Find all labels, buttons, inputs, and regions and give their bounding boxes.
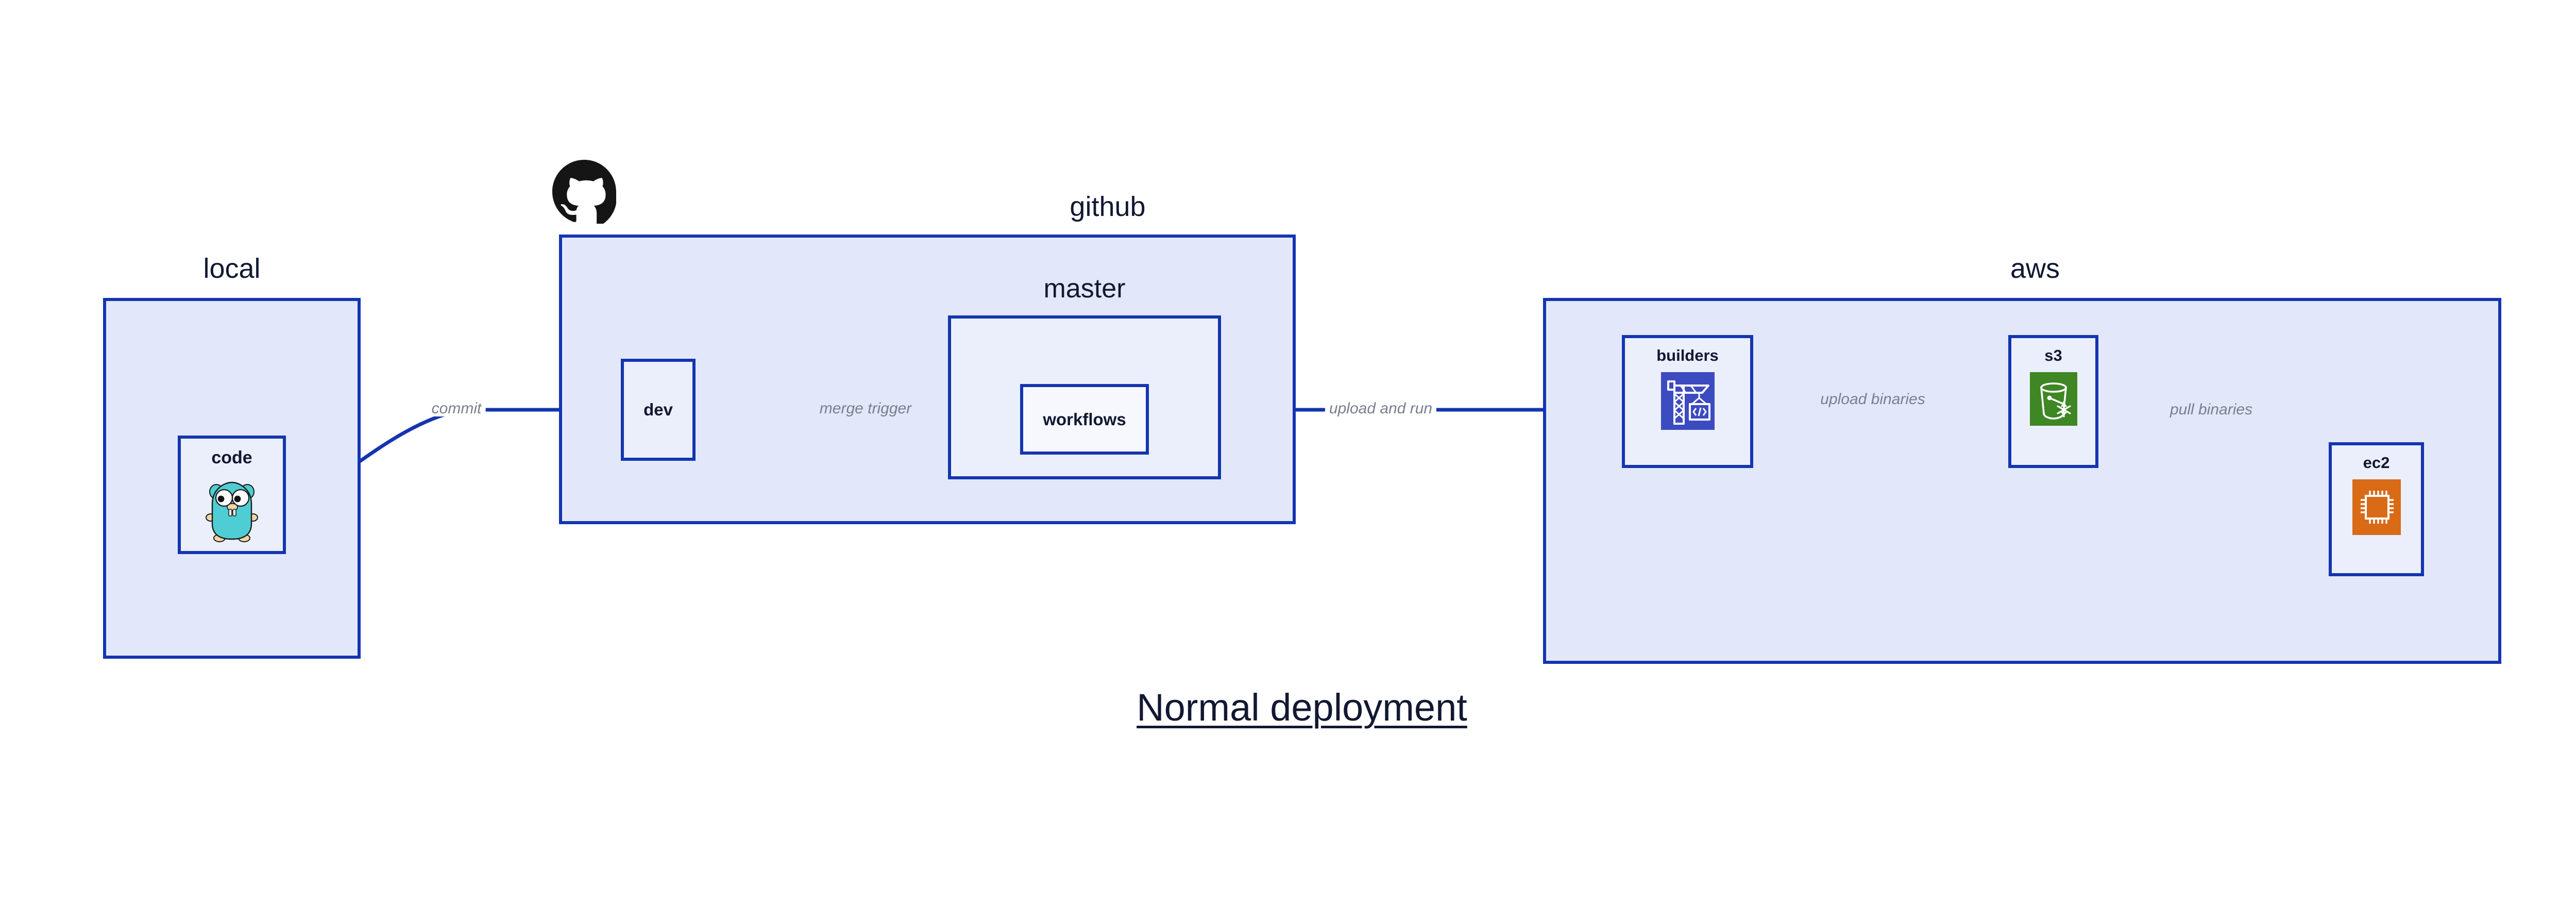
edge-label-upload-binaries: upload binaries	[1816, 392, 1929, 407]
diagram-title: Normal deployment	[0, 686, 2576, 729]
node-workflows[interactable]: workflows	[1020, 384, 1149, 455]
node-s3-label: s3	[2044, 346, 2062, 364]
node-ec2-label: ec2	[2363, 454, 2390, 472]
diagram-title-text: Normal deployment	[1137, 686, 1467, 729]
edge-label-merge-trigger: merge trigger	[815, 401, 916, 416]
node-ec2[interactable]: ec2	[2329, 442, 2424, 576]
group-github-label: github	[1070, 191, 1146, 222]
edge-label-pull-binaries: pull binaries	[2165, 402, 2257, 417]
github-octocat-logo	[552, 160, 616, 224]
go-gopher-icon	[206, 481, 258, 542]
node-code-label: code	[211, 448, 252, 467]
crane-code-icon	[1660, 372, 1715, 430]
node-builders-label: builders	[1656, 346, 1719, 364]
node-builders[interactable]: builders	[1622, 335, 1753, 468]
group-aws-label: aws	[2010, 253, 2060, 284]
edge-label-commit: commit	[427, 401, 486, 416]
ec2-chip-icon	[2352, 479, 2401, 535]
node-dev-label: dev	[643, 400, 673, 419]
group-master-label: master	[1043, 274, 1126, 304]
edge-label-upload-and-run: upload and run	[1325, 401, 1437, 416]
node-workflows-label: workflows	[1043, 409, 1126, 429]
node-dev[interactable]: dev	[621, 359, 696, 461]
node-s3[interactable]: s3	[2008, 335, 2098, 468]
group-local-label: local	[203, 253, 261, 284]
s3-bucket-glacier-icon	[2029, 372, 2077, 426]
node-code[interactable]: code	[178, 436, 286, 554]
